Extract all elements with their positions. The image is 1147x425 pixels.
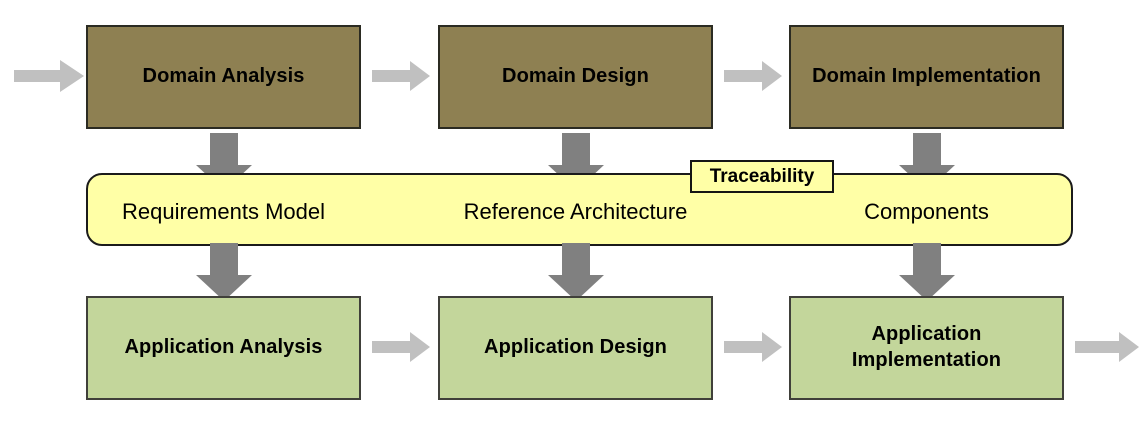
process-box-label: Domain Analysis: [142, 65, 305, 88]
process-box-application-design[interactable]: Application Design: [438, 296, 713, 400]
process-box-application-implementation[interactable]: Application Implementation: [789, 296, 1064, 400]
flow-arrow-application-design-to-application-implementation: [724, 332, 782, 362]
derive-arrow-components-to-application-implementation: [899, 243, 955, 301]
artifact-label-text: Reference Architecture: [463, 199, 688, 224]
process-box-domain-design[interactable]: Domain Design: [438, 25, 713, 129]
flow-arrow-domain-design-to-domain-implementation: [724, 61, 782, 91]
traceability-tag: Traceability: [690, 160, 834, 193]
derive-arrow-reference-architecture-to-application-design: [548, 243, 604, 301]
flow-arrow-application-implementation-exit: [1075, 332, 1139, 362]
artifact-label-requirements-model: Requirements Model: [86, 199, 361, 225]
flow-arrow-application-analysis-to-application-design: [372, 332, 430, 362]
process-box-domain-implementation[interactable]: Domain Implementation: [789, 25, 1064, 129]
artifact-label-reference-architecture: Reference Architecture: [438, 199, 713, 225]
derive-arrow-requirements-model-to-application-analysis: [196, 243, 252, 301]
artifact-label-components: Components: [789, 199, 1064, 225]
process-box-label: Domain Design: [502, 65, 649, 88]
process-box-label: Application Analysis: [124, 336, 323, 359]
artifact-label-text: Requirements Model: [122, 199, 325, 224]
artifact-label-text: Components: [864, 199, 989, 224]
flow-arrow-domain-analysis-to-domain-design: [372, 61, 430, 91]
process-box-label: Application Implementation: [851, 323, 1002, 371]
traceability-tag-label: Traceability: [709, 165, 815, 187]
process-box-label: Domain Implementation: [812, 65, 1041, 88]
process-box-application-analysis[interactable]: Application Analysis: [86, 296, 361, 400]
process-box-domain-analysis[interactable]: Domain Analysis: [86, 25, 361, 129]
flow-arrow-entry-to-domain-analysis: [14, 60, 84, 92]
process-box-label: Application Design: [484, 336, 667, 359]
